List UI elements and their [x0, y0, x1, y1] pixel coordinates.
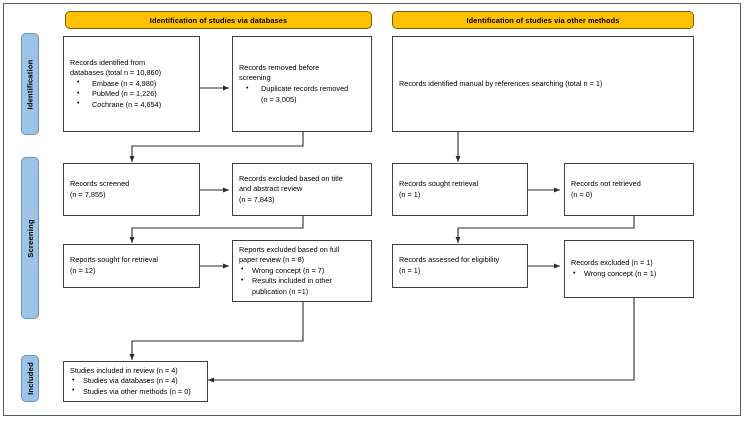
phase-header-databases: Identification of studies via databases	[65, 11, 372, 29]
records-sought-retrieval-line1: Records sought retrieval	[399, 178, 479, 188]
records-removed-bullet-duplicates: Duplicate records removed	[239, 84, 366, 95]
records-identified-manual-line1: Records identified manual by references …	[399, 78, 603, 88]
records-screened-line2: (n = 7,855)	[70, 189, 106, 199]
reports-sought-line2: (n = 12)	[70, 266, 96, 275]
studies-included-line1: Studies included in review (n = 4)	[70, 365, 178, 375]
box-reports-excluded-full-paper: Reports excluded based on full paper rev…	[232, 240, 372, 302]
records-removed-bullets: Duplicate records removed	[239, 84, 366, 95]
box-records-not-retrieved: Records not retrieved (n = 0)	[564, 163, 694, 216]
records-excluded-title-line1: Records excluded based on title	[239, 173, 343, 183]
records-identified-bullet-embase: Embase (n = 4,980)	[70, 78, 194, 90]
stage-tab-identification-label: Identification	[25, 58, 35, 110]
records-not-retrieved-line1: Records not retrieved	[571, 178, 641, 188]
phase-header-databases-label: Identification of studies via databases	[149, 15, 288, 25]
stage-tab-screening: Screening	[21, 157, 39, 319]
records-excluded-eligibility-bullets: Wrong concept (n = 1)	[571, 269, 688, 280]
records-assessed-line2: (n = 1)	[399, 266, 421, 275]
stage-tab-identification: Identification	[21, 33, 39, 135]
box-records-assessed-for-eligibility: Records assessed for eligibility (n = 1)	[392, 244, 528, 288]
reports-sought-line1: Reports sought for retrieval	[70, 255, 159, 265]
studies-included-bullets: Studies via databases (n = 4) Studies vi…	[70, 376, 202, 397]
records-removed-bullet-cont: (n = 3,005)	[261, 94, 297, 104]
records-not-retrieved-line2: (n = 0)	[571, 189, 593, 199]
box-records-removed-before-screening: Records removed before screening Duplica…	[232, 36, 372, 132]
reports-excluded-line1: Reports excluded based on full	[239, 244, 340, 254]
records-excluded-eligibility-bullet-wrong-concept: Wrong concept (n = 1)	[571, 269, 688, 280]
records-excluded-eligibility-line1: Records excluded (n = 1)	[571, 258, 653, 268]
records-identified-line1: Records identified from	[70, 57, 146, 67]
records-excluded-title-line3: (n = 7,843)	[239, 194, 275, 204]
records-assessed-line1: Records assessed for eligibility	[399, 255, 500, 265]
box-records-excluded-eligibility: Records excluded (n = 1) Wrong concept (…	[564, 240, 694, 298]
stage-tab-included-label: Included	[25, 362, 35, 395]
box-records-sought-retrieval: Records sought retrieval (n = 1)	[392, 163, 528, 216]
records-removed-line1: Records removed before	[239, 62, 320, 72]
records-identified-line2: databases (total n = 10,860)	[70, 68, 162, 78]
box-records-excluded-title-abstract: Records excluded based on title and abst…	[232, 163, 372, 216]
records-removed-line2: screening	[239, 73, 271, 83]
records-identified-bullet-cochrane: Cochrane (n = 4,654)	[70, 99, 194, 111]
box-records-screened: Records screened (n = 7,855)	[63, 163, 200, 216]
reports-excluded-line2: paper review (n = 8)	[239, 255, 305, 265]
records-excluded-title-line2: and abstract review	[239, 184, 303, 194]
reports-excluded-bullet-results-other: Results included in other	[239, 276, 366, 287]
box-records-identified-from-databases: Records identified from databases (total…	[63, 36, 200, 132]
reports-excluded-bullets: Wrong concept (n = 7) Results included i…	[239, 265, 366, 287]
box-records-identified-manual: Records identified manual by references …	[392, 36, 694, 132]
stage-tab-included: Included	[21, 355, 39, 402]
reports-excluded-bullet-wrong-concept: Wrong concept (n = 7)	[239, 265, 366, 277]
phase-header-other-methods-label: Identification of studies via other meth…	[466, 15, 620, 25]
studies-included-bullet-other-methods: Studies via other methods (n = 0)	[70, 386, 202, 398]
box-reports-sought-for-retrieval: Reports sought for retrieval (n = 12)	[63, 244, 200, 288]
records-identified-bullets: Embase (n = 4,980) PubMed (n = 1,226) Co…	[70, 78, 194, 111]
box-studies-included-in-review: Studies included in review (n = 4) Studi…	[63, 361, 208, 402]
phase-header-other-methods: Identification of studies via other meth…	[392, 11, 694, 29]
records-identified-bullet-pubmed: PubMed (n = 1,226)	[70, 89, 194, 100]
records-sought-retrieval-line2: (n = 1)	[399, 189, 421, 199]
stage-tab-screening-label: Screening	[25, 218, 35, 258]
records-screened-line1: Records screened	[70, 178, 130, 188]
reports-excluded-bullet-cont: publication (n =1)	[252, 286, 309, 296]
studies-included-bullet-databases: Studies via databases (n = 4)	[70, 376, 202, 387]
